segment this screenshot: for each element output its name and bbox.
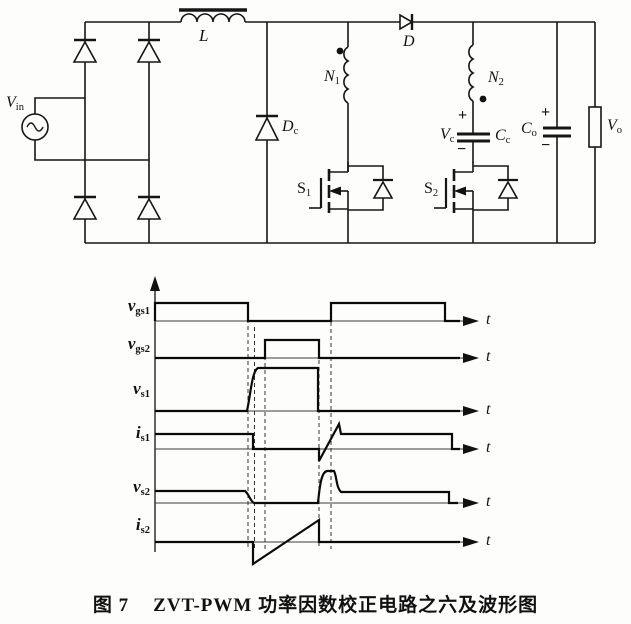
clamp-diode-dc: [254, 22, 280, 243]
ac-source: [21, 97, 149, 161]
clamp-cap-voltage-label: Vc: [440, 126, 455, 145]
output-voltage-label: Vo: [607, 117, 623, 136]
output-cap-minus-sign: −: [541, 137, 551, 154]
output-cap-co: [543, 22, 571, 243]
time-axes: [155, 320, 468, 543]
trace-vs2: [155, 469, 458, 505]
winding1-label: N1: [324, 68, 340, 87]
winding2-label: N2: [488, 69, 504, 88]
figure-caption-number: 图 7: [92, 595, 130, 616]
waveform-traces: [153, 301, 460, 567]
switch1-label: S1: [297, 180, 312, 199]
figure-caption: 图 7 ZVT-PWM 功率因数校正电路之六及波形图: [0, 590, 631, 617]
clamp-cap-plus-sign: +: [458, 107, 468, 124]
trace-is1: [155, 420, 460, 462]
trace-vgs1: [153, 301, 460, 323]
clamp-cap-minus-sign: −: [457, 141, 467, 158]
t-axis-label-6: t: [486, 532, 491, 549]
waveform-label-vs2: vs2: [133, 477, 150, 498]
waveform-label-vs1: vs1: [133, 379, 150, 400]
clamp-cap-label: Cc: [495, 127, 511, 146]
bridge-rectifier: [72, 22, 162, 243]
boost-diode-d: [399, 13, 414, 31]
time-axis-arrows: [463, 316, 479, 547]
t-axis-label-4: t: [486, 439, 491, 456]
clamp-diode-label: Dc: [282, 118, 299, 137]
winding-n1: [336, 22, 350, 172]
t-axis-label-5: t: [486, 493, 491, 510]
waveform-label-is2: is2: [135, 515, 150, 536]
y-axis-arrow: [150, 276, 160, 291]
waveform-plot: [150, 276, 479, 567]
trace-vgs2: [155, 338, 460, 360]
output-load-vo: [588, 22, 602, 243]
trace-vs1: [155, 366, 460, 413]
inductor-label: L: [199, 26, 209, 45]
output-cap-plus-sign: +: [541, 104, 551, 121]
winding-n2-and-cap-cc: [457, 22, 490, 163]
switch2-label: S2: [424, 180, 439, 199]
source-voltage-label: Vin: [6, 94, 24, 113]
t-axis-label-1: t: [486, 311, 491, 328]
t-axis-label-2: t: [486, 348, 491, 365]
waveform-label-vgs1: vgs1: [127, 296, 150, 317]
mosfet-s1: [309, 162, 394, 243]
boost-diode-label: D: [403, 33, 415, 50]
waveform-label-vgs2: vgs2: [127, 334, 150, 355]
t-axis-label-3: t: [486, 401, 491, 418]
figure-caption-text: ZVT-PWM 功率因数校正电路之六及波形图: [153, 595, 539, 616]
output-cap-label: Co: [521, 120, 537, 139]
trace-is2: [155, 517, 460, 567]
waveform-label-is1: is1: [135, 423, 150, 444]
inductor-L: [179, 8, 247, 23]
mosfet-s2: [432, 160, 520, 245]
circuit-schematic: [21, 8, 602, 245]
